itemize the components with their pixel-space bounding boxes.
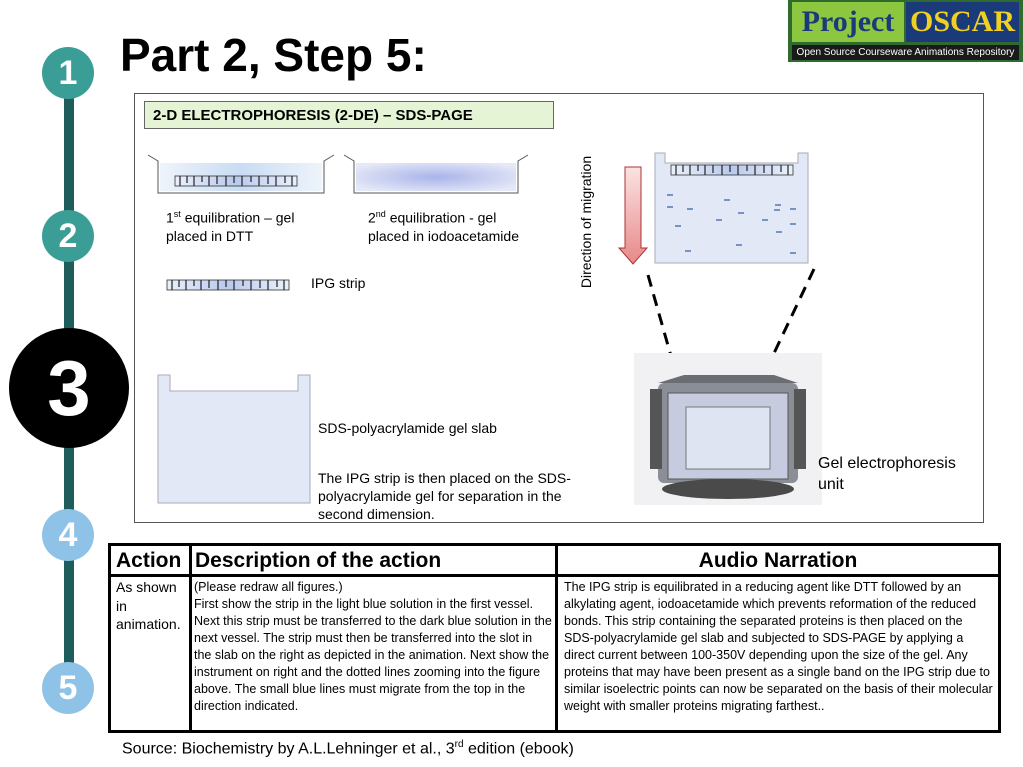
- equilibration-2-caption: 2nd equilibration - gel placed in iodoac…: [368, 209, 519, 244]
- ipg-strip-label: IPG strip: [311, 275, 366, 291]
- figure-heading: 2-D ELECTROPHORESIS (2-DE) – SDS-PAGE: [144, 101, 554, 129]
- gel-slab-description: The IPG strip is then placed on the SDS-…: [318, 470, 571, 522]
- table-header-divider: [111, 574, 998, 577]
- page-title: Part 2, Step 5:: [120, 29, 427, 81]
- step-5-circle[interactable]: 5: [42, 662, 94, 714]
- step-1-circle[interactable]: 1: [42, 47, 94, 99]
- step-2-circle[interactable]: 2: [42, 210, 94, 262]
- equilibration-1-caption: 1st equilibration – gel placed in DTT: [166, 209, 295, 244]
- project-oscar-logo: Project OSCAR Open Source Courseware Ani…: [788, 0, 1023, 62]
- logo-subtitle: Open Source Courseware Animations Reposi…: [792, 45, 1019, 60]
- step-3-circle-current[interactable]: 3: [9, 328, 129, 448]
- source-citation: Source: Biochemistry by A.L.Lehninger et…: [122, 739, 574, 758]
- migration-arrow: [617, 166, 649, 265]
- logo-word-project: Project: [792, 2, 904, 42]
- storyboard-table: Action Description of the action Audio N…: [108, 543, 1001, 733]
- step-4-circle[interactable]: 4: [42, 509, 94, 561]
- gel-electrophoresis-unit-label: Gel electrophoresis unit: [818, 455, 956, 493]
- direction-of-migration-label: Direction of migration: [578, 155, 594, 289]
- table-divider-1: [189, 546, 192, 730]
- gel-slab-label: SDS-polyacrylamide gel slab: [318, 420, 497, 436]
- table-header-action: Action: [116, 549, 182, 572]
- action-cell: As shown in animation.: [116, 579, 181, 632]
- logo-word-oscar: OSCAR: [906, 2, 1019, 42]
- gel-slab-with-bands: [654, 152, 809, 264]
- vessel-1-dtt: [147, 154, 335, 194]
- table-header-narration: Audio Narration: [698, 549, 858, 572]
- electrophoresis-diagram: [147, 152, 822, 505]
- ipg-strip: [166, 279, 290, 291]
- table-divider-2: [555, 546, 558, 730]
- description-cell: (Please redraw all figures.) First show …: [194, 580, 552, 713]
- table-header-description: Description of the action: [195, 549, 442, 572]
- gel-slab: [157, 374, 311, 504]
- electrophoresis-unit-image: [634, 353, 822, 505]
- vessel-2-iodoacetamide: [343, 154, 529, 194]
- narration-cell: The IPG strip is equilibrated in a reduc…: [564, 580, 993, 713]
